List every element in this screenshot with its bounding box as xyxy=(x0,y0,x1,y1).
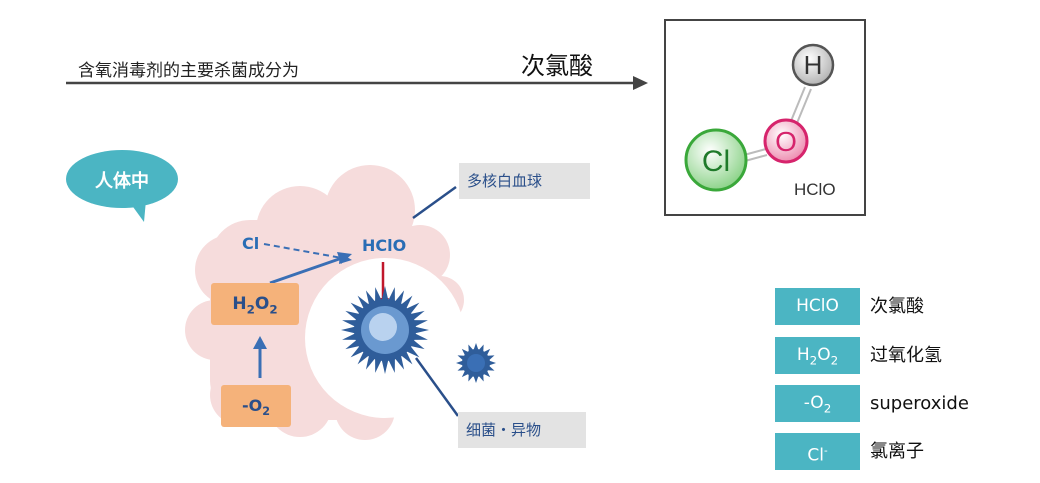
chlorine-atom xyxy=(684,128,748,192)
bacteria-spike xyxy=(473,375,479,383)
legend-symbol-cl: Cl- xyxy=(775,433,860,470)
header-sentence: 含氧消毒剂的主要杀菌成分为 xyxy=(78,61,299,81)
bacteria-spike xyxy=(414,326,429,334)
bacteria-spike xyxy=(394,290,405,305)
tag-wbc: 多核白血球 xyxy=(459,163,590,199)
hclo-molecule-diagram: H O Cl HClO xyxy=(684,43,836,199)
cl-to-hclo-arrow xyxy=(263,243,343,259)
legend-label-hclo: 次氯酸 xyxy=(870,296,924,317)
bacteria-spike xyxy=(345,310,360,321)
oxygen-atom xyxy=(763,118,809,164)
h2o2-to-hclo-arrow xyxy=(269,256,343,285)
bacteria-spike xyxy=(413,320,428,327)
bacteria-spike xyxy=(341,326,356,334)
h2o2-o: O xyxy=(254,294,270,314)
bacteria-spike xyxy=(461,370,469,378)
bacteria-spike xyxy=(413,333,428,340)
legend-symbol-o2: -O2 xyxy=(775,385,860,422)
o2-box: -O2 xyxy=(221,385,291,427)
tag-bacteria: 细菌・异物 xyxy=(458,412,586,448)
o2-base: -O xyxy=(241,396,263,415)
bacteria-spike xyxy=(473,343,479,351)
legend-symbol-h2o2: H2O2 xyxy=(775,337,860,374)
bacteria-spike xyxy=(375,287,382,302)
h2o2-sub1: 2 xyxy=(246,302,255,317)
wbc-pointer-line xyxy=(412,185,457,220)
molecule-panel: H O Cl HClO xyxy=(664,19,866,216)
h2o2-h: H xyxy=(232,294,247,314)
atom-o-label: O xyxy=(775,126,797,157)
bacteria-spike xyxy=(394,355,405,370)
hclo-label: HClO xyxy=(362,236,407,255)
cl-label: Cl xyxy=(242,234,260,253)
molecule-caption: HClO xyxy=(794,180,836,199)
atom-h-label: H xyxy=(804,50,823,80)
bacteria-spike xyxy=(381,359,389,374)
h2o2-sub2: 2 xyxy=(269,302,278,317)
bacteria-spike xyxy=(483,370,491,378)
bubble-label: 人体中 xyxy=(95,171,149,192)
bacteria-spike xyxy=(388,287,395,302)
o2-sub: 2 xyxy=(262,405,271,419)
bacteria-spike xyxy=(388,358,395,373)
bacteria-spike xyxy=(365,290,376,305)
bacteria-pointer-line xyxy=(414,357,460,417)
bacteria-spike xyxy=(456,360,464,366)
bacteria-spike xyxy=(342,333,357,340)
atom-cl-label: Cl xyxy=(702,145,730,178)
legend-label-cl: 氯离子 xyxy=(870,441,924,462)
legend-symbol-hclo: HClO xyxy=(775,288,860,325)
bacteria-spike xyxy=(488,360,496,366)
bacteria-spike xyxy=(342,320,357,327)
bacteria-spike xyxy=(365,355,376,370)
h2o2-box: H2O2 xyxy=(211,283,299,325)
bacteria-spike xyxy=(483,348,491,356)
bacteria-spike xyxy=(410,310,425,321)
bacteria-spike xyxy=(461,348,469,356)
bacteria-large xyxy=(341,286,429,374)
legend-label-h2o2: 过氧化氢 xyxy=(870,345,942,366)
bacteria-spike xyxy=(381,286,389,301)
header-answer: 次氯酸 xyxy=(521,52,593,80)
bacteria-spike xyxy=(375,358,382,373)
bacteria-spike xyxy=(345,339,360,350)
bacteria-spike xyxy=(410,339,425,350)
legend-label-o2: superoxide xyxy=(870,393,969,414)
hydrogen-atom xyxy=(791,43,835,87)
